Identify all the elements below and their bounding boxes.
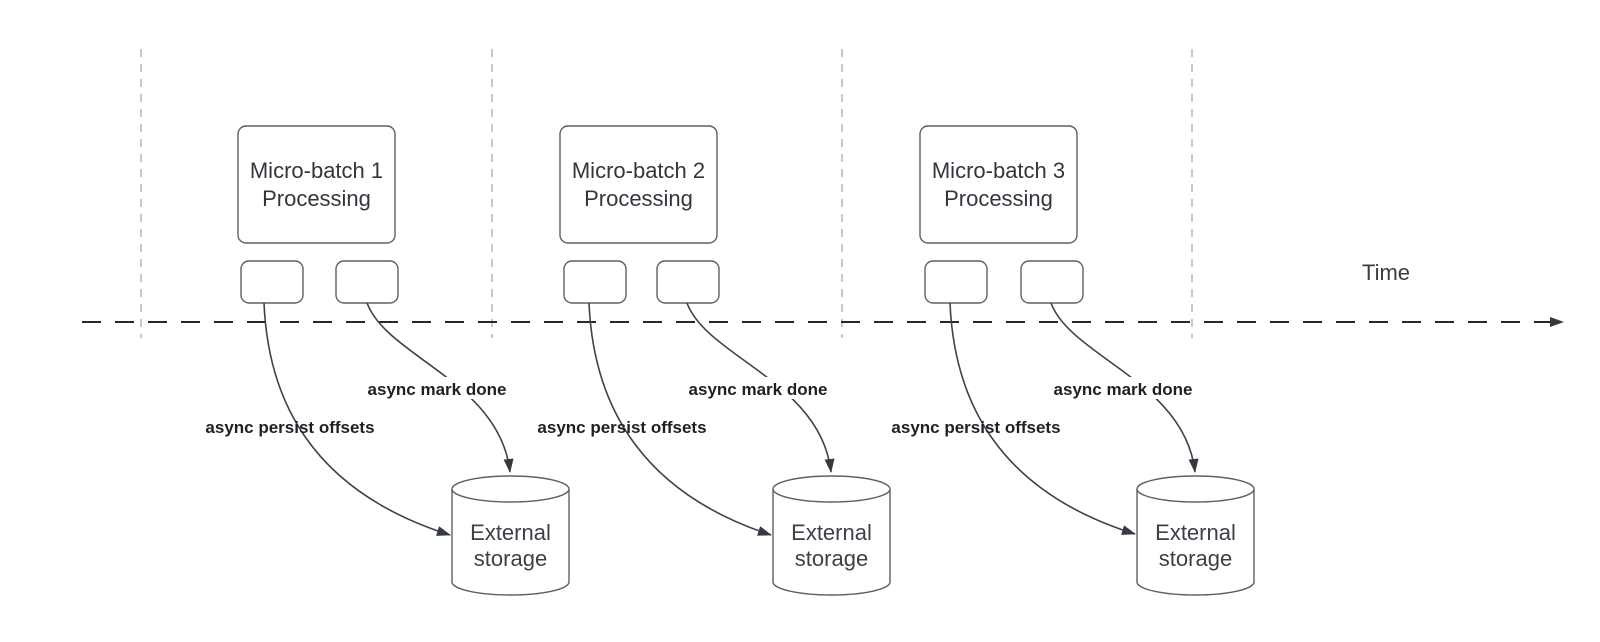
batch-3-storage-label-line1: External	[1155, 520, 1236, 545]
batch-3-done-label-background	[1047, 377, 1199, 399]
batch-3-persist-offsets-arrow	[949, 302, 1136, 535]
batch-1-mark-done-label: async mark done	[368, 380, 507, 399]
batch-2-storage-label-line2: storage	[795, 546, 868, 571]
microbatch-2-label-line2: Processing	[584, 186, 693, 211]
batch-1-group: Micro-batch 1 Processing External storag…	[205, 125, 570, 596]
batch-2-storage-cylinder-top	[772, 475, 891, 503]
microbatch-1-label-line2: Processing	[262, 186, 371, 211]
batch-3-done-commit-box	[1020, 260, 1084, 304]
microbatch-3-label-line2: Processing	[944, 186, 1053, 211]
batch-2-storage-label-line1: External	[791, 520, 872, 545]
batch-1-offsets-commit-box	[240, 260, 304, 304]
batch-2-done-label-background	[682, 377, 834, 399]
batch-3-group: Micro-batch 3 Processing External storag…	[891, 125, 1255, 596]
batch-2-done-commit-box	[656, 260, 720, 304]
time-slot-dividers	[140, 49, 1193, 338]
batch-3-persist-offsets-label: async persist offsets	[891, 418, 1060, 437]
microbatch-2-label-line1: Micro-batch 2	[572, 158, 705, 183]
batch-2-mark-done-arrow	[686, 302, 835, 473]
microbatch-3-box	[919, 125, 1078, 244]
batch-3-offsets-commit-box	[924, 260, 988, 304]
batch-3-storage-cylinder-body	[1136, 489, 1255, 596]
batch-1-storage-cylinder-body	[451, 489, 570, 596]
batch-2-persist-offsets-label: async persist offsets	[537, 418, 706, 437]
batch-1-persist-offsets-label: async persist offsets	[205, 418, 374, 437]
batch-3-storage-cylinder-top	[1136, 475, 1255, 503]
microbatch-1-label-line1: Micro-batch 1	[250, 158, 383, 183]
batch-1-persist-offsets-arrow	[263, 302, 451, 536]
batch-1-mark-done-arrow	[366, 302, 514, 473]
batch-3-mark-done-label: async mark done	[1054, 380, 1193, 399]
batch-2-offsets-commit-box	[563, 260, 627, 304]
batch-3-mark-done-arrow	[1050, 302, 1199, 473]
microbatch-2-box	[559, 125, 718, 244]
microbatch-3-label-line1: Micro-batch 3	[932, 158, 1065, 183]
batch-2-group: Micro-batch 2 Processing External storag…	[537, 125, 891, 596]
batch-3-storage-label-line2: storage	[1159, 546, 1232, 571]
batch-2-persist-offsets-arrow	[588, 302, 772, 536]
batch-1-done-commit-box	[335, 260, 399, 304]
time-label: Time	[1362, 260, 1410, 285]
batch-2-storage-cylinder-body	[772, 489, 891, 596]
batch-1-storage-label-line1: External	[470, 520, 551, 545]
microbatch-1-box	[237, 125, 396, 244]
batch-1-storage-label-line2: storage	[474, 546, 547, 571]
batch-1-storage-cylinder-top	[451, 475, 570, 503]
batch-1-done-label-background	[361, 377, 513, 399]
batch-2-mark-done-label: async mark done	[689, 380, 828, 399]
